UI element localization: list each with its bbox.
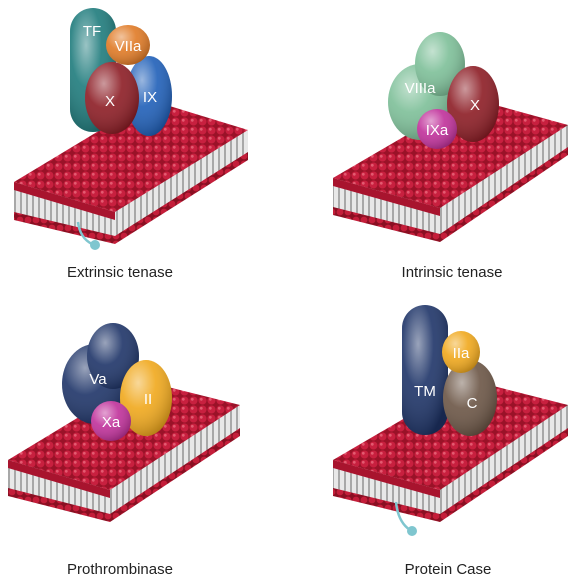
- membrane-front-edge: [333, 178, 440, 216]
- protein-viia: VIIa: [106, 25, 150, 65]
- protein-tf-label: TF: [83, 23, 101, 40]
- protein-iia-label: IIa: [453, 345, 470, 362]
- caption-protein-case: Protein Case: [405, 561, 492, 578]
- anchor-bead: [407, 526, 417, 536]
- membrane-surface: [14, 100, 248, 212]
- protein-ii-label: II: [144, 391, 152, 408]
- membrane-front-edge: [14, 182, 115, 220]
- protein-xa: Xa: [91, 401, 131, 441]
- protein-ixa: IXa: [417, 109, 457, 149]
- membrane-surface: [333, 380, 568, 490]
- protein-va-label: Va: [89, 371, 107, 388]
- anchor: [76, 221, 100, 250]
- protein-x-label: X: [470, 97, 480, 114]
- membrane: [14, 100, 248, 244]
- membrane-surface: [333, 98, 568, 208]
- membrane-front-edge: [8, 460, 110, 498]
- panel-protein-case: TM C IIa Protein Case: [333, 305, 568, 578]
- protein-tm: TM: [402, 305, 448, 435]
- protein-ix: IX: [126, 56, 172, 136]
- caption-prothrombinase: Prothrombinase: [67, 561, 173, 578]
- protein-xa-label: Xa: [102, 414, 121, 431]
- panel-extrinsic-tenase: TF IX X VIIa Extrinsic tenase: [14, 8, 248, 281]
- protein-ixa-label: IXa: [426, 122, 449, 139]
- panel-prothrombinase: Va II Xa Prothrombinase: [8, 323, 240, 578]
- protein-tm-label: TM: [414, 383, 436, 400]
- protein-c: C: [443, 360, 497, 436]
- protein-x: X: [85, 62, 139, 134]
- caption-intrinsic-tenase: Intrinsic tenase: [402, 264, 503, 281]
- protein-ix-label: IX: [143, 89, 157, 106]
- protein-viia-label: VIIa: [115, 38, 142, 55]
- protein-viiia-label: VIIIa: [405, 80, 437, 97]
- protein-x-label: X: [105, 93, 115, 110]
- anchor: [394, 501, 417, 536]
- membrane-front-edge: [333, 460, 440, 498]
- protein-c-label: C: [467, 395, 478, 412]
- protein-ii: II: [120, 360, 172, 436]
- membrane: [333, 380, 568, 522]
- panel-intrinsic-tenase: VIIIa X IXa Intrinsic tenase: [333, 32, 568, 281]
- protein-iia: IIa: [442, 331, 480, 373]
- protein-x: X: [447, 66, 499, 142]
- anchor-bead: [90, 240, 100, 250]
- membrane: [333, 98, 568, 242]
- caption-extrinsic-tenase: Extrinsic tenase: [67, 264, 173, 281]
